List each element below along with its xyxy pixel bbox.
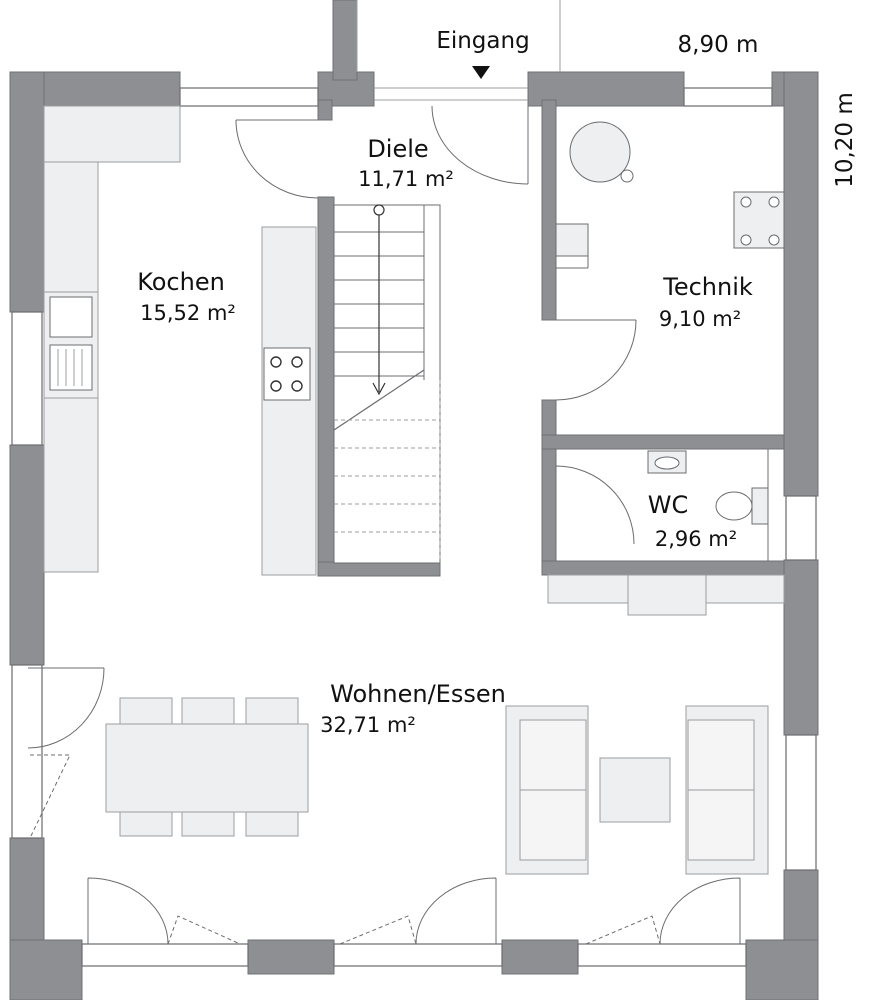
technik-equipment <box>555 121 785 269</box>
room-name-wc: WC <box>648 491 689 519</box>
sofa-right-seat-1 <box>687 719 755 791</box>
arrow-down-icon <box>372 382 386 396</box>
window-top-left <box>179 87 319 107</box>
dimension-depth: 10,20 m <box>832 92 858 188</box>
window-right-wc <box>785 495 817 561</box>
dining-table <box>105 723 309 813</box>
window-bottom-3 <box>577 943 747 967</box>
window-bottom-1 <box>81 943 249 967</box>
room-name-kochen: Kochen <box>137 268 225 296</box>
heating-unit-ports <box>740 196 780 246</box>
chair-bottom-3 <box>245 809 299 837</box>
wall-technik-bottom <box>541 434 785 450</box>
window-top-right <box>683 87 773 107</box>
kitchen-island <box>261 226 317 576</box>
water-tank-icon <box>569 121 631 183</box>
sofa-left-seat-1 <box>519 719 587 791</box>
triangle-down-icon <box>472 66 490 79</box>
room-area-diele: 11,71 m² <box>358 167 454 191</box>
wall-technik-left <box>541 99 557 321</box>
chair-bottom-2 <box>181 809 235 837</box>
door-bottom-2-dash <box>339 915 417 945</box>
windows <box>11 87 817 967</box>
walls <box>9 0 819 1000</box>
wall-diele-top <box>317 99 333 121</box>
toilet-icon <box>715 491 753 521</box>
room-area-wc: 2,96 m² <box>655 527 737 551</box>
wardrobe <box>547 574 785 616</box>
wc-washbasin-bowl <box>654 456 680 470</box>
entrance-label: Eingang <box>436 28 529 54</box>
chair-top-3 <box>245 697 299 725</box>
door-left-dash <box>29 754 71 839</box>
sink-basin <box>49 296 93 338</box>
wc-cistern <box>751 487 769 525</box>
chair-top-2 <box>181 697 235 725</box>
window-left-dining <box>11 664 43 839</box>
stair-lower-treads <box>334 380 441 562</box>
room-name-technik: Technik <box>662 273 753 301</box>
water-tank-valve <box>620 169 634 183</box>
kitchen-furniture <box>43 105 317 576</box>
drainboard <box>49 344 93 391</box>
wall-right-mid <box>783 559 819 736</box>
dimension-width: 8,90 m <box>678 32 759 58</box>
wall-bottom-right <box>745 939 819 1000</box>
wc-fixtures <box>647 449 769 561</box>
wall-left-top <box>9 71 45 313</box>
door-bottom-3 <box>659 877 741 945</box>
room-area-technik: 9,10 m² <box>659 307 741 331</box>
door-bottom-1-dash <box>167 915 241 945</box>
sofa-left-seat-2 <box>519 789 587 861</box>
door-technik <box>555 319 637 401</box>
room-area-wohnen: 32,71 m² <box>320 713 416 737</box>
chair-top-1 <box>119 697 173 725</box>
wall-porch-left <box>332 0 358 81</box>
wall-left-mid <box>9 444 45 666</box>
kitchen-sink <box>49 296 93 391</box>
door-left-terrace <box>27 667 105 749</box>
room-name-wohnen: Wohnen/Essen <box>330 680 506 708</box>
window-left-kitchen <box>11 311 43 446</box>
coffee-table <box>599 757 671 823</box>
wall-stair-left <box>317 196 335 576</box>
stair-start-icon <box>373 204 385 216</box>
sofa-right-seat-2 <box>687 789 755 861</box>
window-bottom-2 <box>333 943 503 967</box>
chair-bottom-1 <box>119 809 173 837</box>
wall-stair-bottom <box>317 561 441 577</box>
porch <box>356 0 561 101</box>
door-bottom-2 <box>415 877 497 945</box>
technik-box <box>555 223 589 257</box>
wall-right-top <box>783 71 819 497</box>
kitchen-upper-cabinet <box>43 105 181 163</box>
wall-wc-left <box>541 448 557 570</box>
door-bottom-1 <box>87 877 169 945</box>
window-right-living <box>785 734 817 871</box>
door-wc <box>555 465 635 545</box>
door-entrance <box>431 105 529 185</box>
wall-bottom-mid1 <box>247 939 335 975</box>
living-set <box>505 705 769 875</box>
dining-set <box>105 697 309 837</box>
door-bottom-3-dash <box>585 915 661 945</box>
wall-wc-bottom <box>541 560 785 576</box>
wall-bottom-left <box>9 939 83 1000</box>
staircase <box>333 204 441 564</box>
cooktop-icon <box>263 347 311 401</box>
doors <box>27 105 741 945</box>
door-kitchen <box>235 119 319 199</box>
wall-bottom-mid2 <box>501 939 579 975</box>
room-name-diele: Diele <box>367 135 428 163</box>
room-area-kochen: 15,52 m² <box>140 301 236 325</box>
